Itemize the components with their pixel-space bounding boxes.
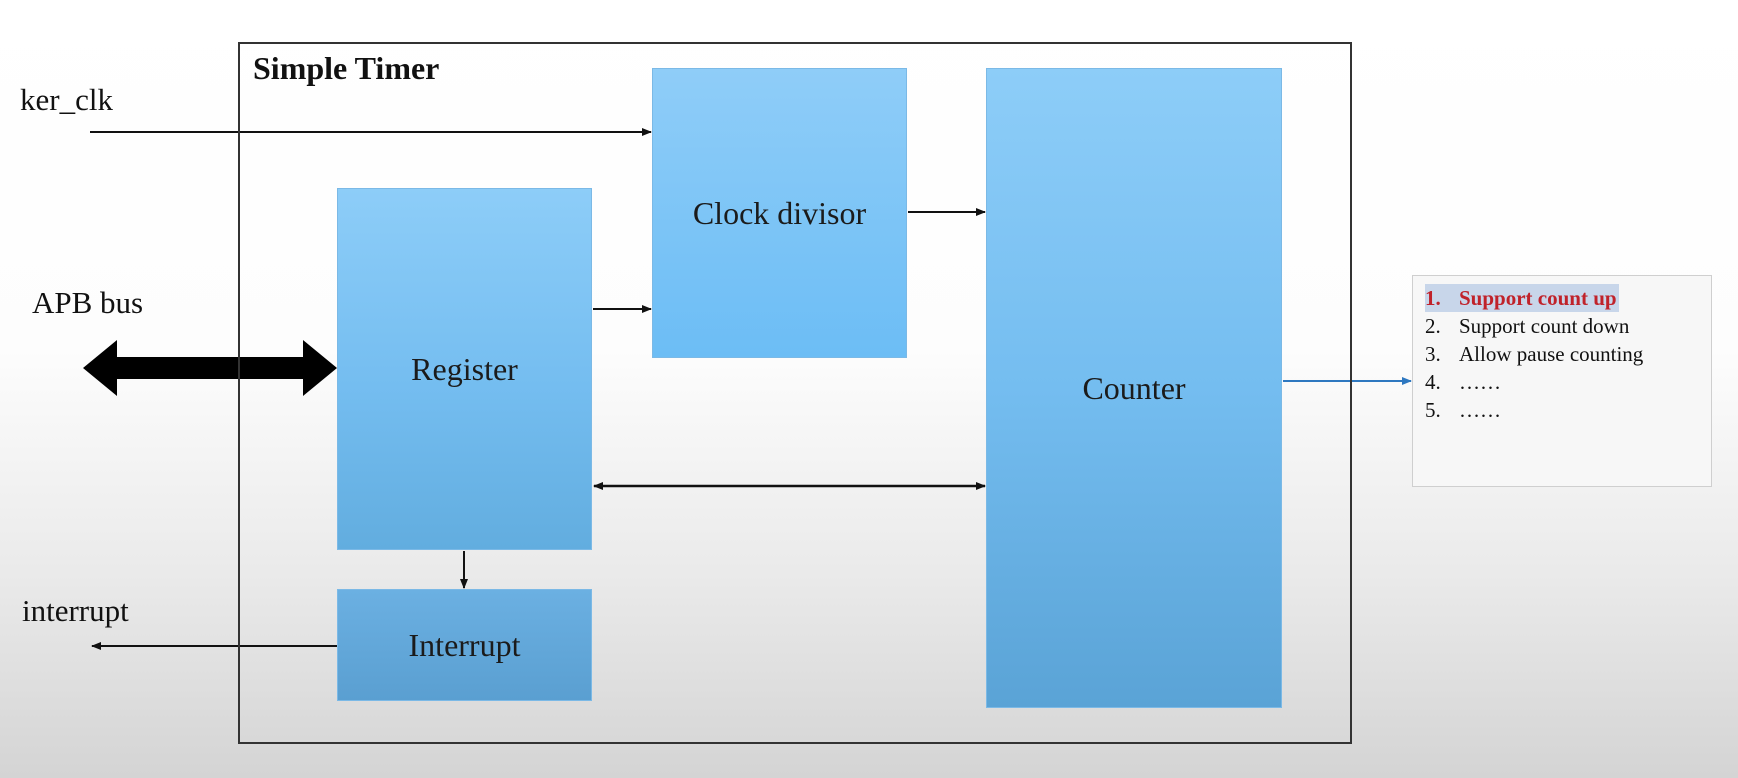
feature-item-number: 1. xyxy=(1425,284,1459,312)
counter-label: Counter xyxy=(1082,369,1186,406)
feature-item-text: …… xyxy=(1459,398,1501,422)
feature-item-number: 5. xyxy=(1425,398,1441,422)
feature-item-3: 3. Allow pause counting xyxy=(1425,340,1699,368)
feature-item-1[interactable]: 1. Support count up xyxy=(1425,284,1699,312)
counter-block: Counter xyxy=(986,68,1282,708)
feature-item-text: Support count down xyxy=(1459,314,1630,338)
interrupt-block: Interrupt xyxy=(337,589,592,701)
feature-item-number: 4. xyxy=(1425,370,1441,394)
simple-timer-frame xyxy=(238,42,1352,744)
feature-item-text: …… xyxy=(1459,370,1501,394)
register-label: Register xyxy=(411,350,518,387)
feature-item-5: 5. …… xyxy=(1425,396,1699,424)
interrupt-output-label: interrupt xyxy=(22,593,129,628)
simple-timer-title: Simple Timer xyxy=(253,50,440,86)
feature-item-text: Support count up xyxy=(1459,284,1619,312)
register-block: Register xyxy=(337,188,592,550)
ker-clk-label: ker_clk xyxy=(20,82,113,117)
feature-notes-box: 1. Support count up 2. Support count dow… xyxy=(1412,275,1712,487)
apb-bus-label: APB bus xyxy=(32,285,144,320)
feature-item-number: 3. xyxy=(1425,342,1441,366)
feature-item-number: 2. xyxy=(1425,314,1441,338)
clock-divisor-label: Clock divisor xyxy=(692,194,867,231)
feature-item-text: Allow pause counting xyxy=(1459,342,1644,366)
feature-list: 1. Support count up 2. Support count dow… xyxy=(1425,284,1699,424)
feature-item-4: 4. …… xyxy=(1425,368,1699,396)
interrupt-label: Interrupt xyxy=(408,626,521,663)
apb-bus-double-arrow xyxy=(83,340,337,396)
clock-divisor-block: Clock divisor xyxy=(652,68,907,358)
feature-item-2: 2. Support count down xyxy=(1425,312,1699,340)
